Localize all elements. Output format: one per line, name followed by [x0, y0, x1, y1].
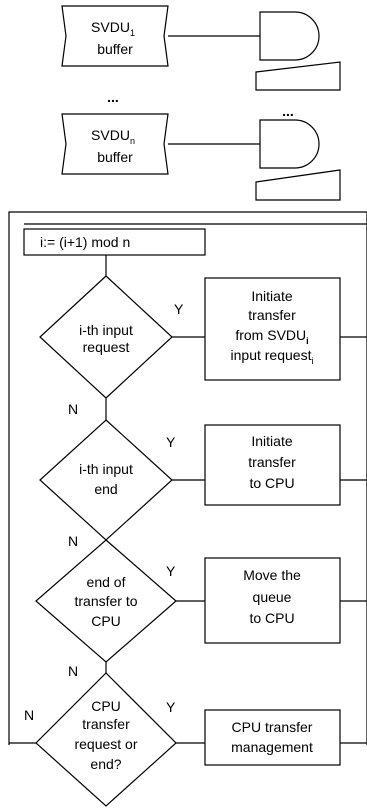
- action-2-line-2: transfer: [248, 454, 296, 470]
- decision-4-diamond: [35, 672, 177, 807]
- buffer-1-line2: buffer: [97, 41, 133, 57]
- buffer-n: SVDUn buffer: [61, 113, 169, 175]
- action-3-line-2: queue: [253, 589, 292, 605]
- decision-4-no-label: N: [24, 707, 34, 723]
- decision-1-yes-label: Y: [174, 301, 184, 317]
- action-1-line-2: transfer: [248, 307, 296, 323]
- buffer-n-shape: [61, 113, 169, 175]
- decision-4-line-1: CPU: [91, 698, 121, 714]
- decision-4: CPU transfer request or end? Y N: [24, 672, 177, 807]
- action-1-line-1: Initiate: [251, 288, 292, 304]
- action-4: CPU transfer management: [204, 709, 341, 766]
- ellipsis-left: ...: [107, 89, 119, 105]
- terminal-n-screen-icon: [259, 119, 320, 169]
- decision-4-line-4: end?: [90, 756, 121, 772]
- ellipsis-right: ...: [282, 103, 294, 119]
- decision-2-no-label: N: [68, 533, 78, 549]
- decision-1-line-2: request: [83, 339, 130, 355]
- decision-2: i-th input end Y N: [39, 419, 176, 549]
- action-2: Initiate transfer to CPU: [204, 424, 341, 506]
- action-2-line-1: Initiate: [251, 433, 292, 449]
- decision-2-line-2: end: [94, 481, 117, 497]
- loop-outer-frame: [8, 211, 367, 745]
- decision-1: i-th input request Y N: [39, 275, 184, 417]
- action-2-box: [204, 424, 341, 506]
- action-1: Initiate transfer from SVDUi input reque…: [204, 277, 341, 381]
- loop-increment-label: i:= (i+1) mod n: [40, 234, 130, 250]
- action-4-line-2: management: [231, 739, 313, 755]
- action-1-line-3: from SVDUi: [235, 327, 308, 346]
- decision-3-no-label: N: [68, 663, 78, 679]
- loop-increment-box: i:= (i+1) mod n: [23, 228, 206, 256]
- action-1-box: [204, 277, 341, 381]
- decision-3-line-2: transfer to: [74, 593, 137, 609]
- action-2-line-3: to CPU: [249, 475, 294, 491]
- decision-2-line-1: i-th input: [79, 461, 133, 477]
- buffer-1-shape: [61, 5, 169, 67]
- action-3-line-3: to CPU: [249, 610, 294, 626]
- terminal-n: [255, 119, 341, 201]
- terminal-1-keyboard-icon: [255, 61, 341, 91]
- buffer-1-label: SVDU1: [91, 19, 135, 38]
- action-3: Move the queue to CPU: [204, 557, 341, 644]
- action-4-box: [204, 709, 341, 766]
- action-4-line-1: CPU transfer: [232, 719, 313, 735]
- decision-3-yes-label: Y: [166, 563, 176, 579]
- decision-4-line-2: transfer: [82, 716, 130, 732]
- buffer-1: SVDU1 buffer: [61, 5, 169, 67]
- decision-4-line-3: request or: [74, 736, 137, 752]
- terminal-n-keyboard-icon: [255, 169, 341, 201]
- decision-1-line-1: i-th input: [79, 322, 133, 338]
- decision-3-line-1: end of: [87, 574, 126, 590]
- action-3-line-1: Move the: [243, 567, 301, 583]
- decision-1-no-label: N: [68, 401, 78, 417]
- terminal-1-screen-icon: [259, 11, 320, 61]
- decision-4-yes-label: Y: [166, 699, 176, 715]
- decision-2-diamond: [39, 419, 173, 541]
- decision-2-yes-label: Y: [166, 434, 176, 450]
- buffer-n-label: SVDUn: [91, 127, 135, 146]
- terminal-1: [255, 11, 341, 91]
- buffer-n-line2: buffer: [97, 149, 133, 165]
- decision-3: end of transfer to CPU Y N: [35, 539, 177, 679]
- loop-increment-box-shape: [23, 228, 206, 256]
- decision-3-line-3: CPU: [91, 613, 121, 629]
- action-1-line-4: input requesti: [231, 347, 314, 366]
